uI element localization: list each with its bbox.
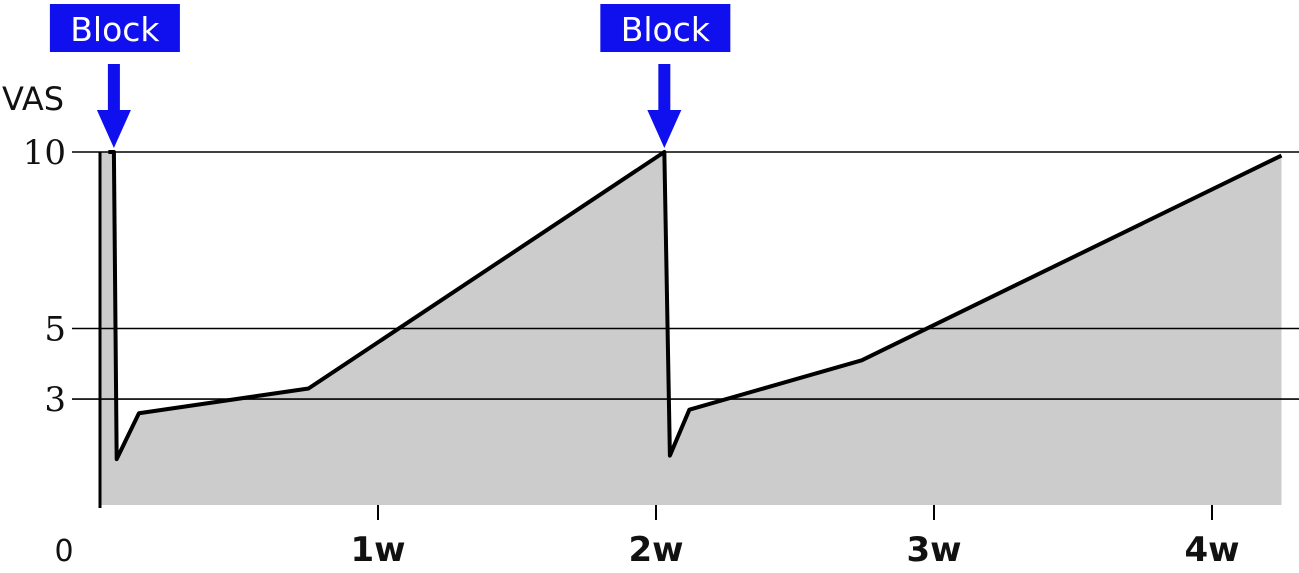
- block-label: Block: [70, 10, 160, 49]
- block-annotation: Block: [49, 4, 180, 148]
- x-tick-label: 3w: [906, 530, 961, 570]
- block-label-box: [600, 4, 731, 52]
- block-annotation: Block: [600, 4, 731, 148]
- block-arrow-icon: [647, 64, 682, 148]
- series-line: [108, 150, 1283, 462]
- x-tick-label: 0: [54, 534, 73, 569]
- reference-lines: [72, 151, 1299, 400]
- x-tick-label: 1w: [350, 530, 405, 570]
- y-tick-label: 3: [44, 380, 66, 420]
- y-tick-label: 10: [23, 133, 66, 173]
- series-line-layer: [108, 150, 1283, 462]
- block-label: Block: [621, 10, 711, 49]
- x-tick-label: 2w: [628, 530, 683, 570]
- y-tick-label: 5: [44, 310, 66, 350]
- x-tick-label: 4w: [1184, 530, 1239, 570]
- block-label-box: [49, 4, 180, 52]
- axis-layer: 10 5 3 0 1w 2w 3w 4w: [23, 133, 1240, 570]
- block-arrow-icon: [96, 64, 131, 148]
- y-axis-label: VAS: [2, 80, 64, 118]
- series-area: [100, 152, 1282, 505]
- annotation-layer: Block Block: [49, 4, 731, 148]
- area-layer: [100, 152, 1282, 505]
